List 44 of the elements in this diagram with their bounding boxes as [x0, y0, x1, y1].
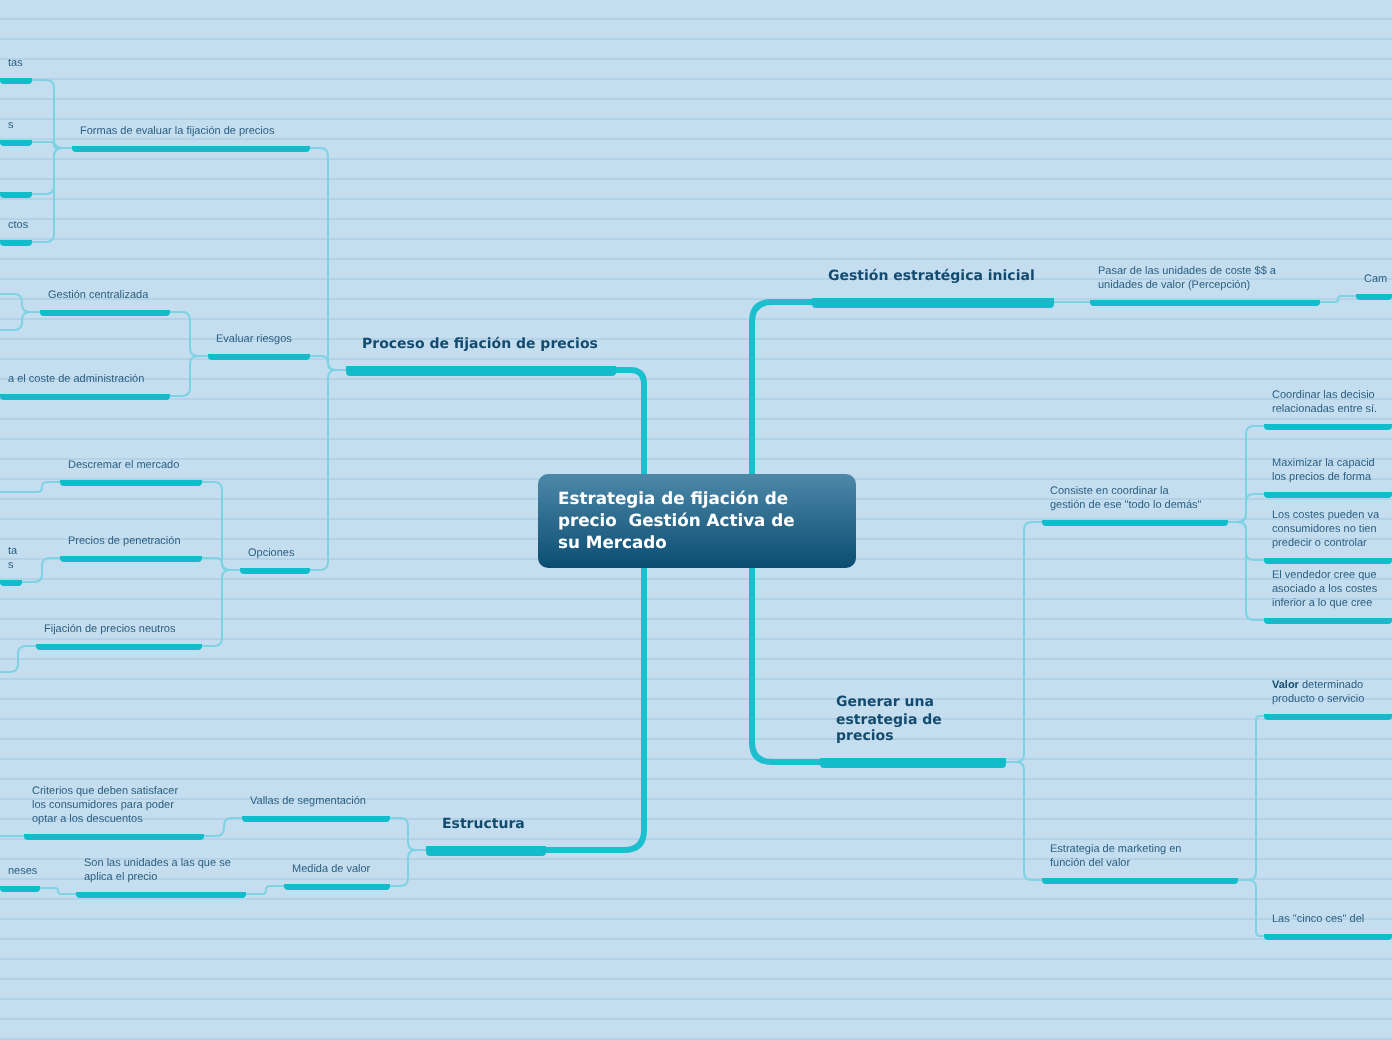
branch-topic: [1042, 844, 1238, 884]
main-branch-topic: [346, 330, 616, 376]
branch-line: [309, 369, 347, 571]
central-topic-box: [538, 474, 856, 568]
main-branch-line: [749, 565, 823, 765]
branch-topic: [1090, 262, 1320, 306]
main-branch-line: [543, 565, 647, 853]
branch-topic: [0, 864, 40, 892]
branch-topic: [60, 534, 202, 562]
branch-topic: [1264, 568, 1392, 624]
branch-topic: [242, 796, 390, 822]
branch-line: [203, 817, 243, 837]
branch-topic: [1264, 456, 1392, 498]
branch-topic: [208, 332, 310, 360]
branch-line: [0, 311, 41, 331]
branch-topic: [1264, 680, 1392, 720]
branch-topic: [240, 548, 310, 574]
branch-topic: [284, 864, 390, 890]
branch-topic: [72, 126, 310, 152]
branch-line: [0, 835, 25, 837]
branch-topic: [1356, 274, 1392, 300]
branch-line: [0, 481, 61, 493]
branch-topic: [36, 624, 202, 650]
branch-topic: [0, 374, 170, 400]
branch-topic: [60, 458, 202, 486]
branch-line: [201, 569, 241, 647]
branch-line: [1319, 295, 1357, 303]
main-branch-line: [613, 367, 647, 477]
branch-topic: [40, 290, 170, 316]
branch-topic: [76, 856, 246, 898]
branch-topic: [1264, 910, 1392, 940]
branch-line: [1237, 879, 1265, 937]
branch-topic: [1264, 390, 1392, 430]
branch-line: [39, 887, 77, 895]
main-branch-topic: [812, 262, 1054, 308]
branch-topic: [1264, 506, 1392, 564]
main-branch-line: [749, 299, 815, 477]
branch-line: [389, 849, 427, 887]
branch-line: [1053, 301, 1091, 303]
branch-line: [0, 645, 37, 673]
branch-line: [1227, 521, 1265, 621]
branch-line: [245, 885, 285, 895]
central-topic-text: Estrategia de fijación de precio Gestión Activa de su Mercado: [558, 488, 797, 554]
branch-line: [1005, 761, 1043, 881]
